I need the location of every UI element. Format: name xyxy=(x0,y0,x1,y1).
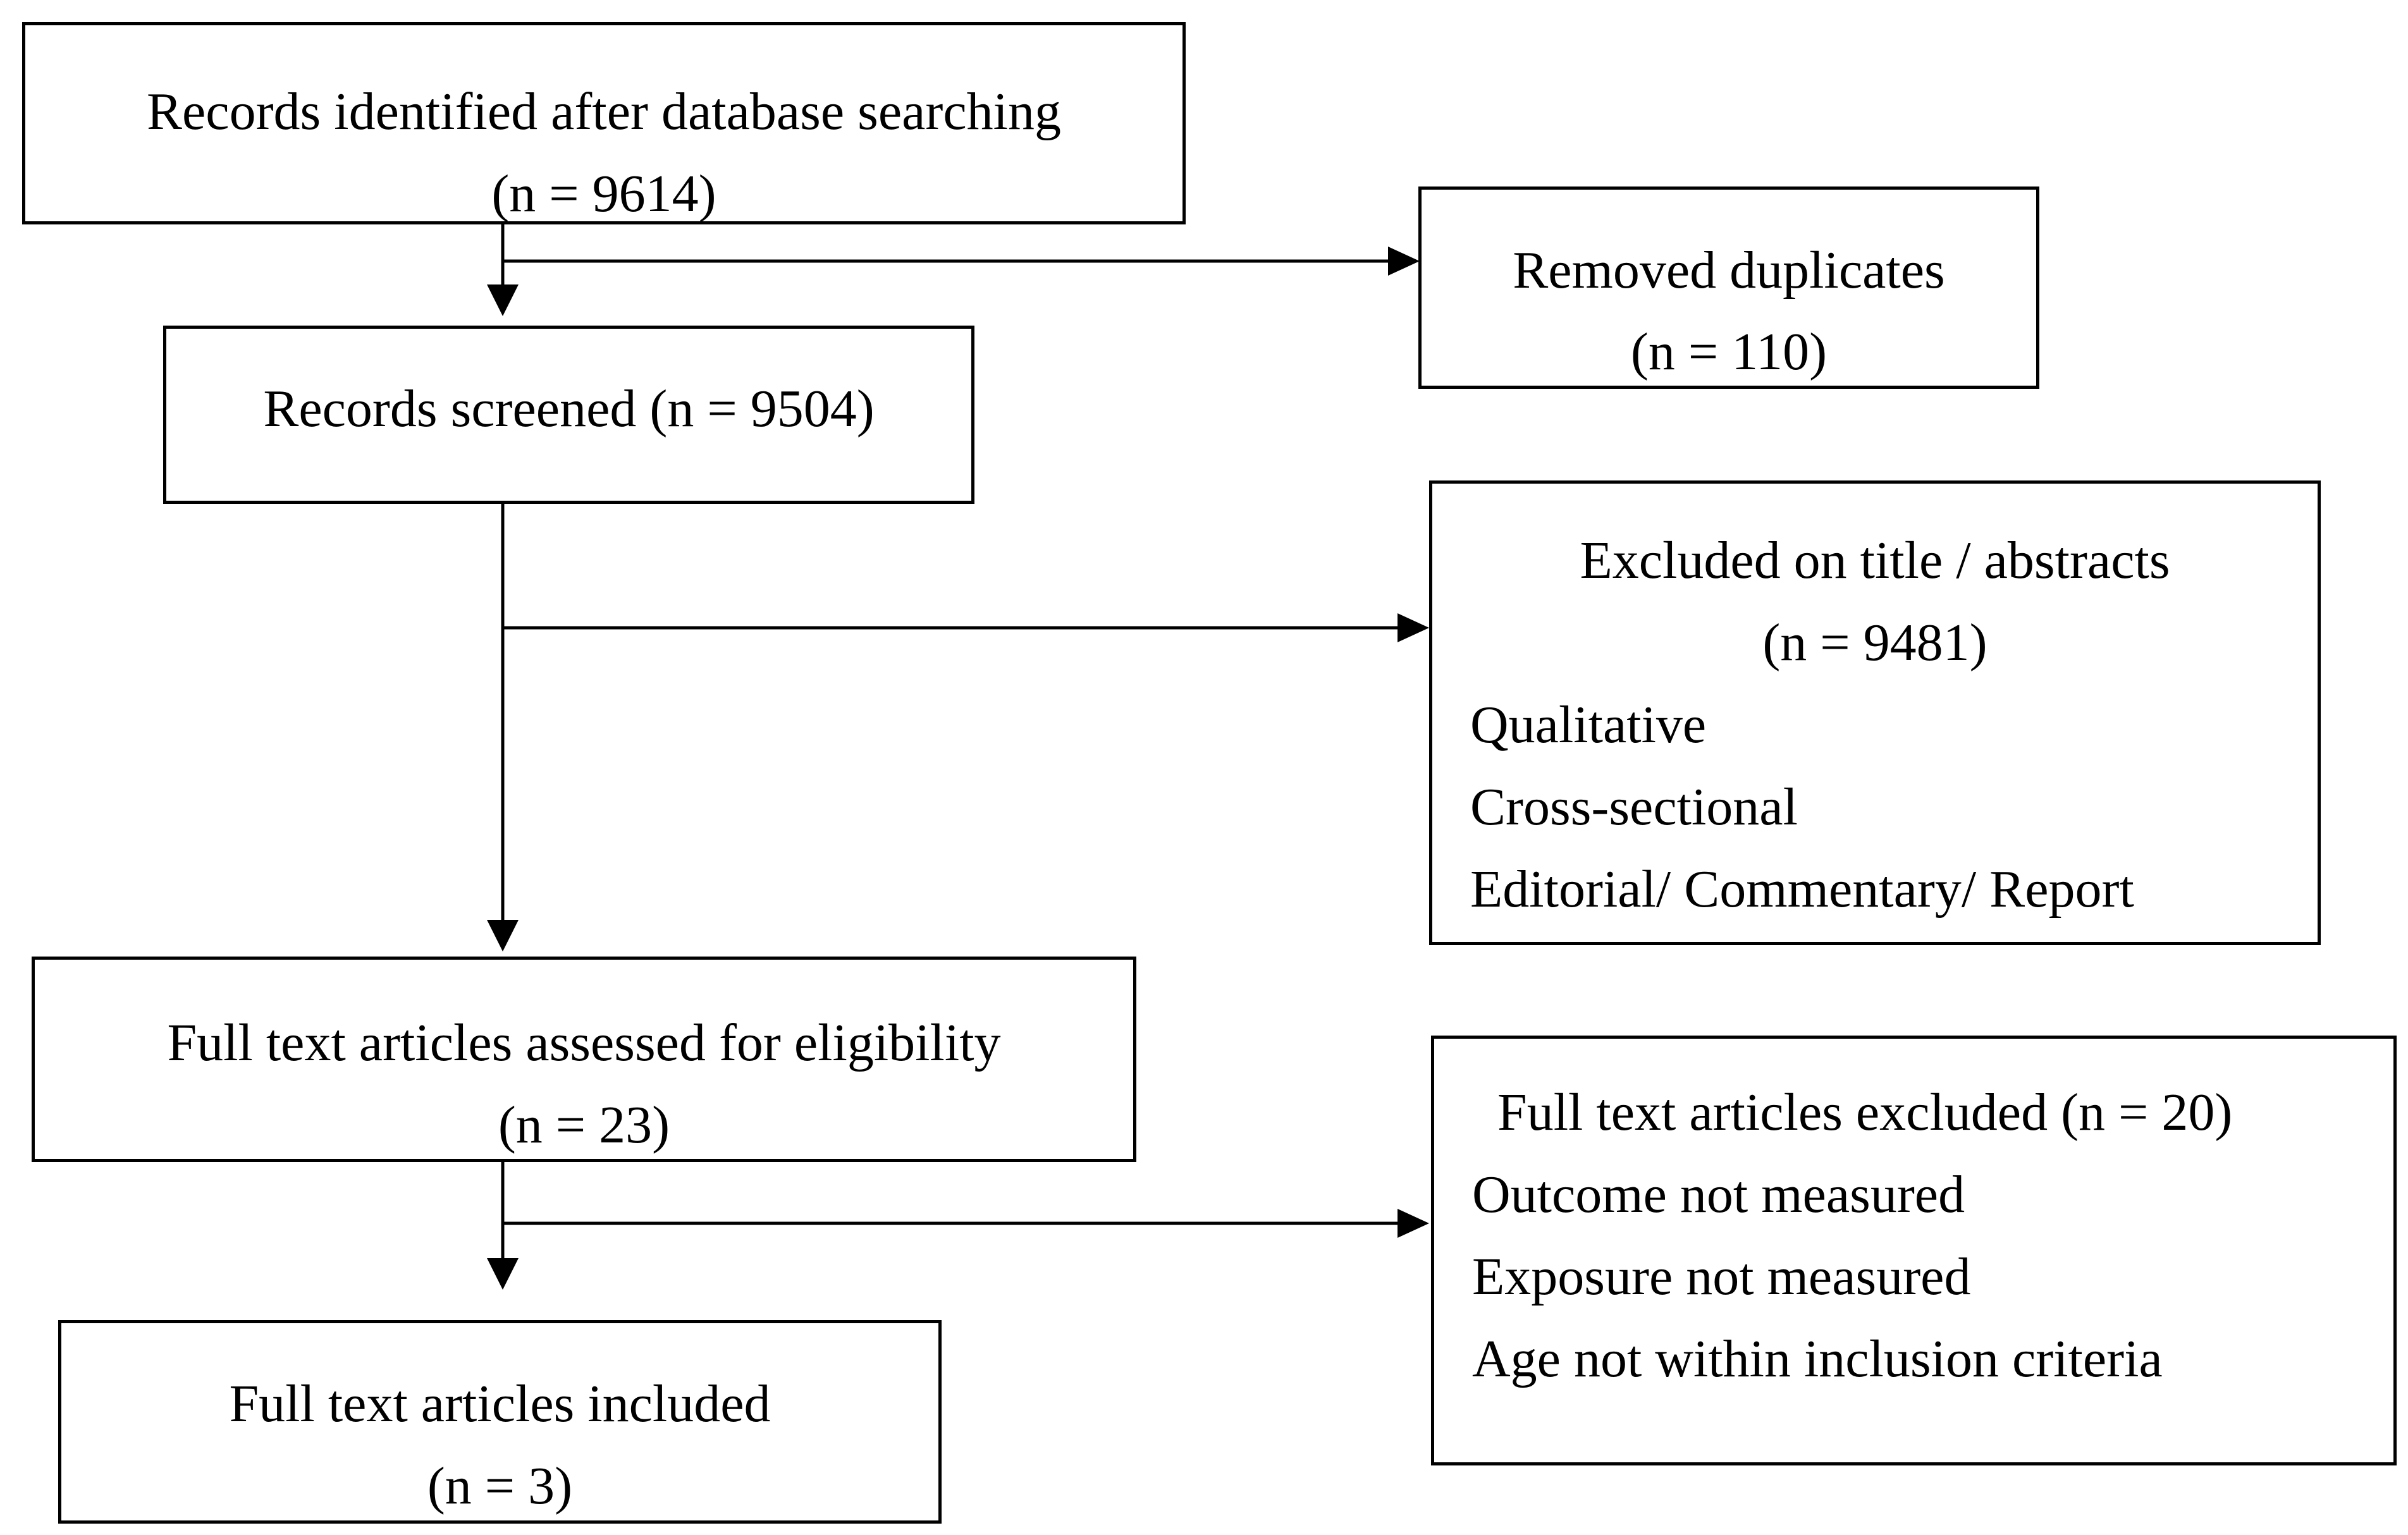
excluded-title-reason: Cross-sectional xyxy=(1470,778,1798,836)
removed-duplicates-box: Removed duplicates (n = 110) xyxy=(1418,187,2039,389)
arrowhead-duplicates xyxy=(1388,247,1420,276)
arrowhead-included xyxy=(487,1258,519,1290)
excluded-full-reason: Age not within inclusion criteria xyxy=(1472,1330,2163,1388)
records-screened-box: Records screened (n = 9504) xyxy=(163,326,974,504)
removed-duplicates-count: (n = 110) xyxy=(1630,322,1828,381)
records-screened-title: Records screened (n = 9504) xyxy=(263,379,875,438)
included-count: (n = 3) xyxy=(427,1457,573,1515)
assessed-box: Full text articles assessed for eligibil… xyxy=(32,957,1136,1162)
removed-duplicates-title: Removed duplicates xyxy=(1513,241,1945,300)
arrowhead-screened xyxy=(487,284,519,316)
assessed-title: Full text articles assessed for eligibil… xyxy=(167,1013,1001,1072)
assessed-count: (n = 23) xyxy=(498,1096,670,1154)
excluded-title-reason: Qualitative xyxy=(1470,695,1707,754)
records-identified-box: Records identified after database search… xyxy=(22,22,1186,224)
records-identified-title: Records identified after database search… xyxy=(146,82,1061,141)
excluded-full-box: Full text articles excluded (n = 20) Out… xyxy=(1431,1036,2397,1465)
excluded-full-reason: Exposure not measured xyxy=(1472,1247,1971,1306)
excluded-title-heading: Excluded on title / abstracts xyxy=(1580,531,2170,590)
included-box: Full text articles included (n = 3) xyxy=(58,1320,942,1524)
excluded-full-reason: Outcome not measured xyxy=(1472,1165,1965,1224)
records-identified-count: (n = 9614) xyxy=(491,164,716,223)
excluded-title-reason: Editorial/ Commentary/ Report xyxy=(1470,860,2134,919)
arrowhead-excluded-title xyxy=(1398,613,1429,642)
arrowhead-assessed xyxy=(487,920,519,951)
excluded-title-box: Excluded on title / abstracts (n = 9481)… xyxy=(1429,480,2321,945)
excluded-title-count: (n = 9481) xyxy=(1762,613,1987,672)
included-title: Full text articles included xyxy=(229,1374,771,1433)
arrowhead-excluded-full xyxy=(1398,1209,1429,1238)
excluded-full-heading: Full text articles excluded (n = 20) xyxy=(1497,1083,2233,1142)
